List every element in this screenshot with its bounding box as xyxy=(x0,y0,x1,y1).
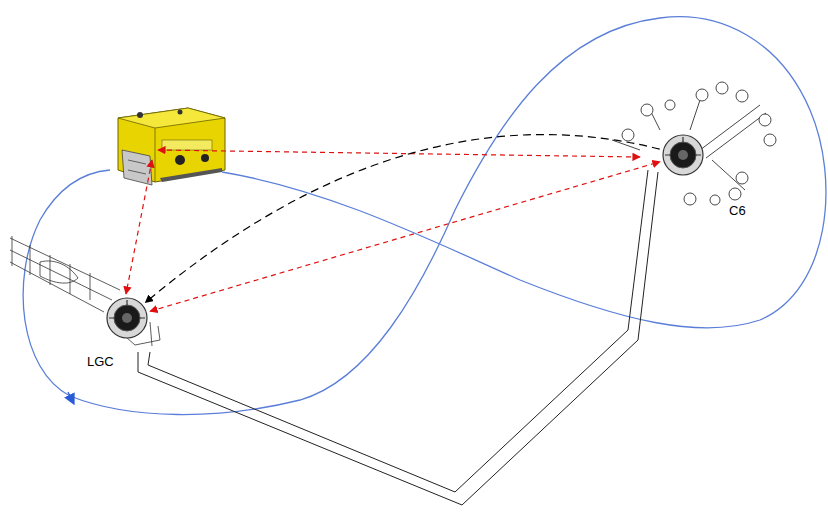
node-label: C6 xyxy=(727,203,748,218)
pipeline xyxy=(138,170,658,505)
transponder-node: LGC xyxy=(105,296,149,340)
relocation-arrow xyxy=(145,135,659,303)
transponder-symbol xyxy=(105,296,149,340)
rov-vehicle xyxy=(118,108,225,185)
acoustic-link xyxy=(150,162,660,311)
path-direction-arrow xyxy=(68,392,72,400)
c6-manifold xyxy=(612,82,776,205)
node-label: LGC xyxy=(85,354,116,369)
lgc-structure xyxy=(10,236,160,346)
survey-path xyxy=(23,17,826,415)
transponder-symbol xyxy=(661,133,705,177)
rov-acoustic-link xyxy=(126,150,640,294)
transponder-node: C6 xyxy=(661,133,705,177)
